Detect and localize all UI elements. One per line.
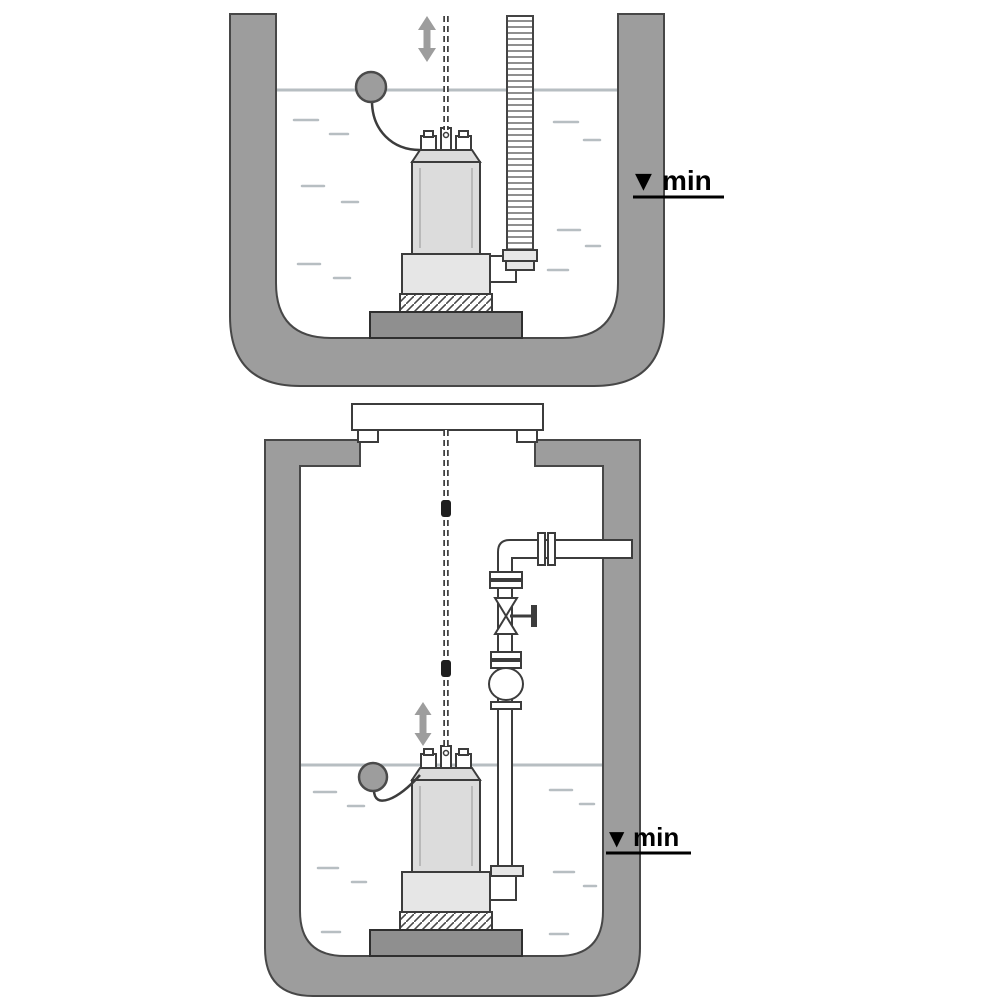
pipe-flange-elbow-a <box>537 532 546 566</box>
float-switch-cable <box>372 774 421 802</box>
cover-slab <box>351 403 544 431</box>
chain-stop-upper <box>441 500 451 517</box>
valve-body-upper <box>493 597 519 618</box>
pit-wall-bottom <box>264 439 641 997</box>
valve-body-lower <box>493 614 519 635</box>
pit-cover <box>351 403 544 443</box>
pipe-flange-mid-b <box>490 660 522 669</box>
float-switch-ball <box>354 70 388 104</box>
submersible-pump <box>369 127 523 339</box>
vertical-movement-arrow-icon <box>418 16 436 62</box>
discharge-hose <box>506 15 534 257</box>
pipe-flange-mid-a <box>490 651 522 660</box>
hose-coupling-nut <box>505 260 535 271</box>
min-level-marker-icon: ▼ <box>635 169 652 194</box>
cover-support-right <box>516 429 538 443</box>
pipe-flange-upper-b <box>489 580 523 589</box>
pipe-flange-upper-a <box>489 571 523 580</box>
min-level-label: ▼ min <box>606 822 691 855</box>
pipe-coupling <box>490 865 524 877</box>
discharge-pipe <box>488 532 633 877</box>
float-switch-ball <box>357 761 389 793</box>
top-panel: ▼ min <box>229 13 724 387</box>
valve-handle-icon <box>531 605 537 627</box>
check-valve <box>488 667 524 701</box>
water-ripples <box>292 118 602 280</box>
pipe-flange-elbow-b <box>547 532 556 566</box>
hose-coupling <box>502 249 538 262</box>
water-ripples <box>312 788 598 936</box>
vertical-movement-arrow-icon <box>414 702 432 746</box>
float-switch-cable <box>370 100 421 152</box>
min-label-text: min <box>633 822 679 852</box>
hose-corrugation <box>508 17 532 255</box>
cover-support-left <box>357 429 379 443</box>
min-level-marker-icon: ▼ <box>609 826 625 850</box>
min-label-text: min <box>662 165 712 196</box>
pit-wall-top <box>229 13 665 387</box>
pipe-flange-lower <box>490 701 522 710</box>
shut-off-valve <box>493 597 537 635</box>
chain-stop-lower <box>441 660 451 677</box>
bottom-panel: ▼ min <box>264 403 691 997</box>
min-level-label: ▼ min <box>633 165 724 199</box>
